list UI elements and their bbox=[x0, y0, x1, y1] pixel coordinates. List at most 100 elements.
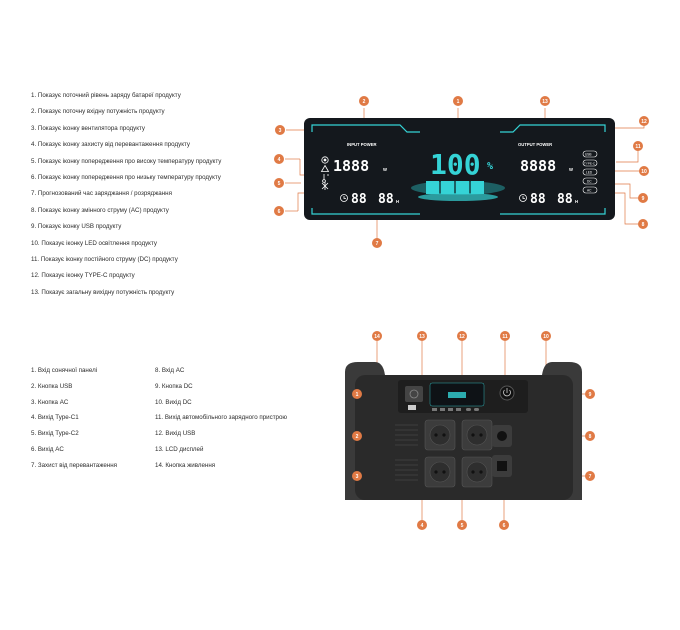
lcd-time-right-unit: H bbox=[575, 199, 578, 204]
legend-item: 12. Вихід USB bbox=[155, 430, 196, 438]
side-vents bbox=[395, 424, 418, 481]
device-badge-6: 6 bbox=[499, 520, 509, 530]
device-badge-11: 11 bbox=[500, 331, 510, 341]
ac-icon-label: AC bbox=[587, 189, 592, 193]
legend-item: 8. Показує іконку змінного струму (AC) п… bbox=[31, 206, 169, 214]
lcd-time-left-hours: 88 bbox=[351, 192, 367, 207]
lcd-frame-accents bbox=[311, 124, 606, 215]
svg-text:6: 6 bbox=[503, 523, 506, 529]
legend-item: 9. Показує іконку USB продукту bbox=[31, 223, 122, 231]
solar-input-port bbox=[405, 386, 423, 402]
legend-item: 6. Показує іконку попередження про низьк… bbox=[31, 173, 221, 181]
lcd-left-icons bbox=[320, 156, 330, 190]
led-icon-label: LED bbox=[586, 171, 593, 175]
legend-item: 6. Вихід AC bbox=[31, 445, 64, 453]
lcd-badge-11: 11 bbox=[633, 141, 643, 151]
svg-text:14: 14 bbox=[374, 334, 380, 340]
lcd-badge-9: 9 bbox=[638, 193, 648, 203]
svg-text:7: 7 bbox=[376, 241, 379, 247]
device-badge-1: 1 bbox=[352, 389, 362, 399]
svg-text:3: 3 bbox=[356, 474, 359, 480]
type-c-icon bbox=[582, 159, 598, 167]
svg-text:7: 7 bbox=[589, 474, 592, 480]
ac-icon bbox=[582, 186, 598, 194]
battery-level-graphic bbox=[411, 181, 505, 201]
legend-item: 13. Показує загальну вихідну потужність … bbox=[31, 288, 175, 296]
device-badge-10: 10 bbox=[541, 331, 551, 341]
svg-text:2: 2 bbox=[356, 434, 359, 440]
low-temp-icon bbox=[321, 182, 329, 190]
lcd-badges: 1 2 3 4 5 6 7 8 9 10 11 12 13 bbox=[274, 96, 649, 248]
lcd-screen bbox=[304, 118, 615, 220]
device-legend-right: 8. Вхід AC 9. Кнопка DC 10. Вихід DC 11.… bbox=[155, 363, 287, 474]
svg-text:4: 4 bbox=[278, 157, 281, 163]
lcd-time-left-minutes: 88 bbox=[378, 192, 394, 207]
svg-text:10: 10 bbox=[543, 334, 549, 340]
lcd-output-unit: W bbox=[569, 167, 573, 172]
device-badge-12: 12 bbox=[457, 331, 467, 341]
legend-item: 5. Вихід Type-C2 bbox=[31, 430, 79, 438]
svg-text:2: 2 bbox=[363, 99, 366, 105]
lcd-output-value: 8888 bbox=[520, 157, 556, 175]
legend-item: 5. Показує іконку попередження про висок… bbox=[31, 157, 222, 165]
dc-icon-label: DC bbox=[587, 180, 592, 184]
lcd-badge-12: 12 bbox=[639, 116, 649, 126]
solar-input-icon bbox=[409, 389, 419, 399]
legend-item: 7. Захист від перевантаження bbox=[31, 461, 117, 469]
legend-item: 10. Показує іконку LED освітлення продук… bbox=[31, 239, 157, 247]
device-badge-9: 9 bbox=[585, 389, 595, 399]
svg-text:5: 5 bbox=[461, 523, 464, 529]
lcd-badge-13: 13 bbox=[540, 96, 550, 106]
power-station-device: 1 2 3 4 5 6 7 8 9 10 11 12 13 14 bbox=[345, 331, 595, 530]
svg-text:8: 8 bbox=[589, 434, 592, 440]
svg-text:6: 6 bbox=[278, 209, 281, 215]
clock-icon-right bbox=[519, 194, 527, 202]
lcd-output-icons: USB TYPE-C LED DC AC bbox=[582, 150, 598, 194]
lcd-badge-4: 4 bbox=[274, 154, 284, 164]
fan-icon bbox=[321, 156, 329, 164]
legend-item: 13. LCD дисплей bbox=[155, 445, 204, 453]
clock-icon-left bbox=[340, 194, 348, 202]
overload-warning-icon bbox=[320, 164, 330, 172]
car-charger-output bbox=[497, 431, 507, 441]
battery-percent: 100 bbox=[430, 148, 481, 181]
device-legend-left: 1. Вхід сонячної панелі 2. Кнопка USB 3.… bbox=[31, 363, 117, 474]
lcd-time-right-minutes: 88 bbox=[557, 192, 573, 207]
device-badge-13: 13 bbox=[417, 331, 427, 341]
lcd-badge-5: 5 bbox=[274, 178, 284, 188]
lcd-input-value: 1888 bbox=[333, 157, 369, 175]
device-lcd-battery bbox=[448, 392, 466, 398]
lcd-badge-1: 1 bbox=[453, 96, 463, 106]
legend-item: 12. Показує іконку TYPE-C продукту bbox=[31, 272, 135, 280]
legend-item: 1. Показує поточний рівень заряду батаре… bbox=[31, 92, 181, 99]
svg-text:5: 5 bbox=[278, 181, 281, 187]
lcd-input-unit: W bbox=[383, 167, 387, 172]
lcd-badge-6: 6 bbox=[274, 206, 284, 216]
lcd-time-left-unit: H bbox=[396, 199, 399, 204]
ac-outlet-pins bbox=[434, 433, 483, 474]
legend-item: 3. Показує іконку вентилятора продукту bbox=[31, 124, 146, 132]
legend-item: 2. Показує поточну вхідну потужність про… bbox=[31, 108, 165, 116]
lcd-input-label: INPUT POWER bbox=[347, 142, 377, 147]
legend-item: 3. Кнопка AC bbox=[31, 398, 69, 406]
lcd-time-right-hours: 88 bbox=[530, 192, 546, 207]
svg-text:1: 1 bbox=[356, 392, 359, 398]
led-icon bbox=[582, 168, 598, 176]
ac-outlets bbox=[424, 419, 493, 488]
svg-text:13: 13 bbox=[542, 99, 548, 105]
device-badge-4: 4 bbox=[417, 520, 427, 530]
lcd-panel: INPUT POWER OUTPUT POWER 1888 W 100 % bbox=[274, 96, 649, 248]
svg-text:12: 12 bbox=[459, 334, 465, 340]
svg-text:10: 10 bbox=[641, 169, 647, 175]
device-badge-3: 3 bbox=[352, 471, 362, 481]
percent-sign: % bbox=[487, 161, 493, 172]
lcd-output-label: OUTPUT POWER bbox=[518, 142, 552, 147]
lcd-badge-8: 8 bbox=[638, 219, 648, 229]
svg-text:9: 9 bbox=[589, 392, 592, 398]
legend-item: 11. Вихід автомобільного зарядного прист… bbox=[155, 414, 288, 422]
lcd-badge-10: 10 bbox=[639, 166, 649, 176]
svg-text:9: 9 bbox=[642, 196, 645, 202]
usb-icon-label: USB bbox=[585, 153, 592, 157]
legend-item: 4. Вихід Type-C1 bbox=[31, 414, 79, 422]
legend-item: 4. Показує іконку захисту від перевантаж… bbox=[31, 141, 190, 149]
